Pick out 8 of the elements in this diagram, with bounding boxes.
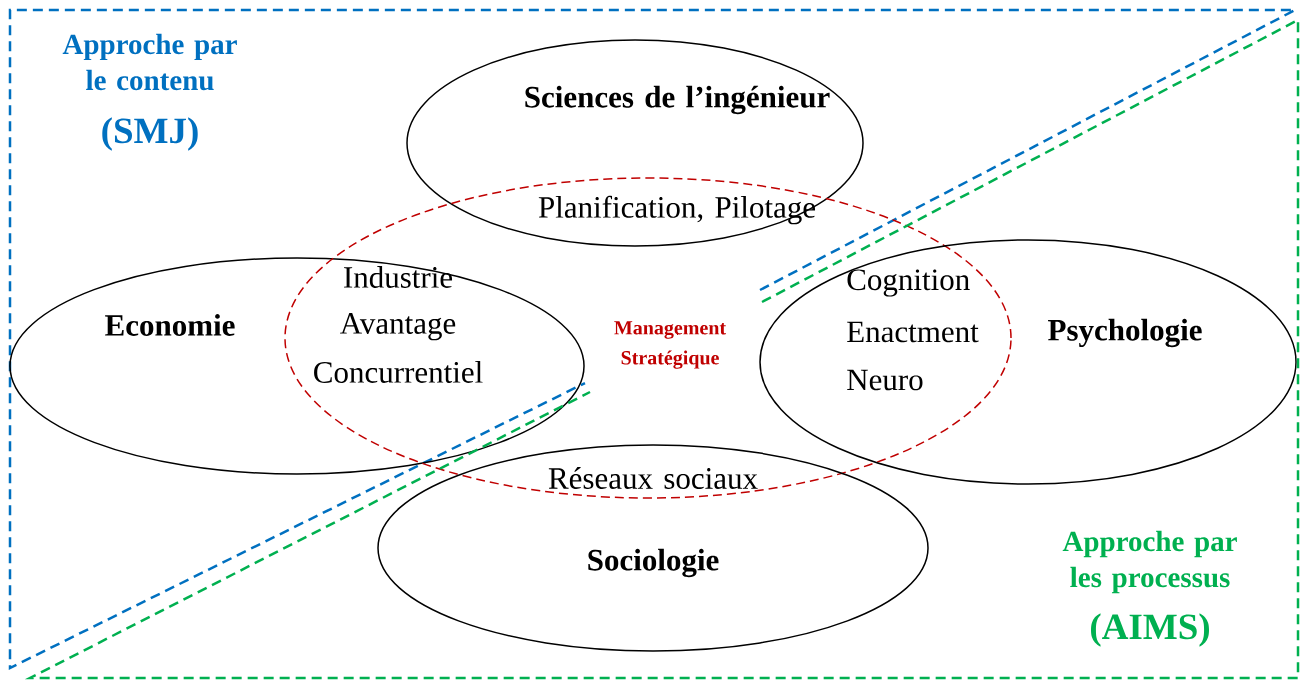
topic-label: Planification, Pilotage [538, 195, 815, 225]
topic-label: Avantage Concurrentiel [314, 313, 483, 383]
heading: Approche par les processus (AIMS) [1062, 530, 1237, 647]
topic-label: Industrie [344, 266, 453, 288]
topic-label: Neuro [847, 369, 923, 391]
topic-label: Cognition [847, 269, 970, 297]
heading: Approche par le contenu (SMJ) [62, 33, 237, 151]
topic-label: Enactment [847, 321, 979, 343]
